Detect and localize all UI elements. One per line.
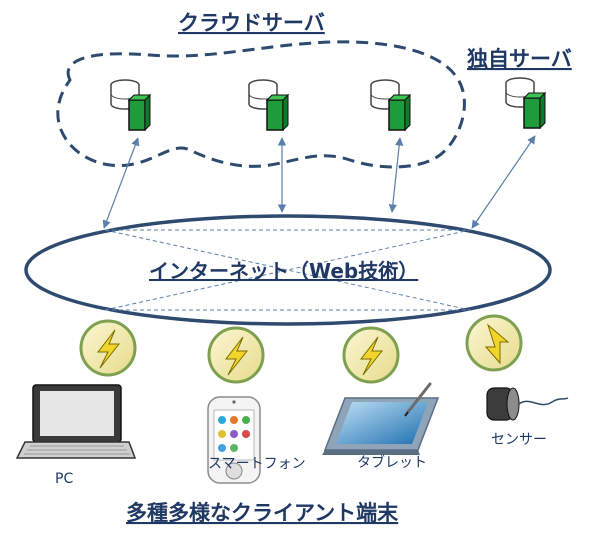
- smartphone-label: スマートフォン: [208, 456, 306, 472]
- cloud-server-title: クラウドサーバ: [178, 11, 325, 35]
- bolt-icon-2: [207, 326, 265, 384]
- server-icon-own: [505, 77, 547, 130]
- server-icon-3: [370, 79, 412, 132]
- bolt-icon-1: [79, 319, 137, 377]
- bolt-icon-3: [342, 326, 400, 384]
- tablet-label: タブレット: [357, 454, 427, 471]
- server-icon-1: [110, 79, 152, 132]
- tablet-icon: [322, 382, 440, 455]
- cloud-boundary: [56, 40, 466, 169]
- server-connection-arrows: [102, 135, 536, 229]
- internet-mesh-lines: [104, 229, 471, 311]
- smartphone-icon: [207, 396, 261, 484]
- internet-title: インターネット（Web技術）: [149, 259, 418, 283]
- server-icon-2: [248, 79, 290, 132]
- own-server-title: 独自サーバ: [467, 47, 572, 71]
- internet-ellipse: [24, 214, 552, 326]
- clients-title: 多種多様なクライアント端末: [126, 501, 399, 525]
- sensor-label: センサー: [491, 432, 547, 448]
- sensor-icon: [486, 387, 569, 421]
- laptop-icon: [15, 384, 137, 459]
- bolt-icon-4: [465, 314, 523, 372]
- pc-label: PC: [55, 471, 73, 487]
